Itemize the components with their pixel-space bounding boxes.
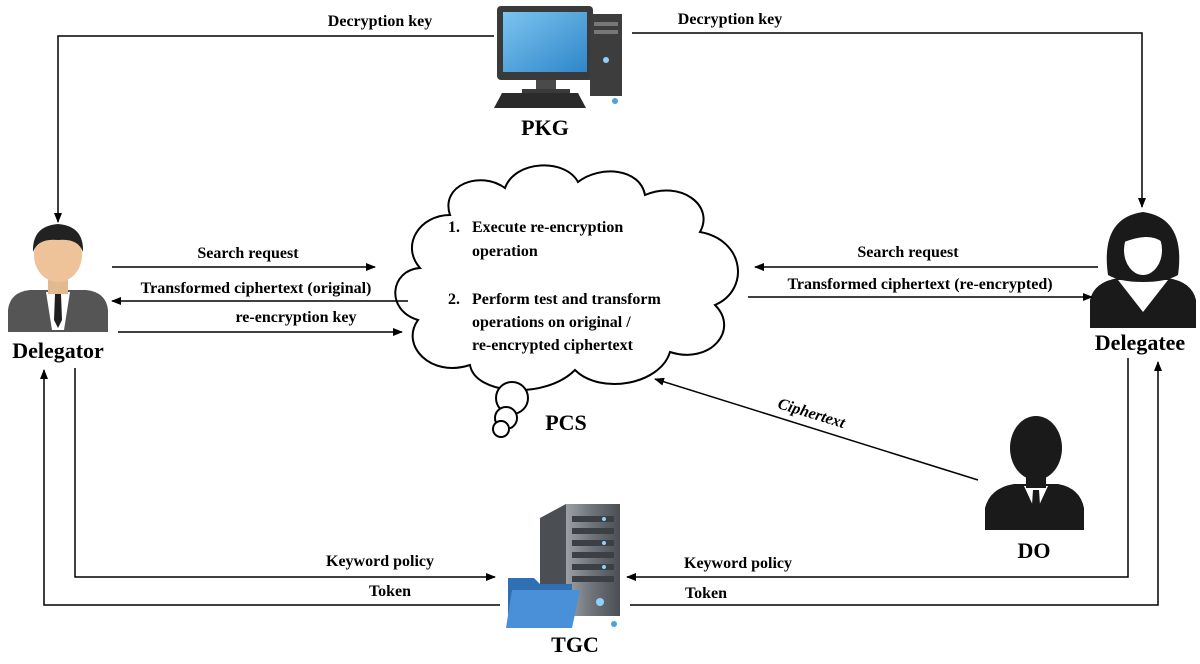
pkg-computer-icon bbox=[494, 6, 622, 108]
tgc-indicator-icon bbox=[611, 621, 617, 627]
delegatee-token-arrow bbox=[630, 361, 1162, 606]
pkg-delegatee-label: Decryption key bbox=[678, 11, 782, 28]
delegator-token-arrow bbox=[40, 369, 500, 606]
delegator-transformed-label: Transformed ciphertext (original) bbox=[141, 280, 372, 297]
pkg-label: PKG bbox=[521, 115, 569, 140]
delegator-token-label: Token bbox=[369, 583, 411, 600]
delegatee-token-label: Token bbox=[685, 585, 727, 602]
delegator-label: Delegator bbox=[12, 338, 104, 363]
delegatee-keyword-label: Keyword policy bbox=[684, 555, 792, 572]
pcs-item1-number: 1. bbox=[448, 219, 460, 236]
delegator-person-icon bbox=[8, 224, 108, 332]
delegator-rekey-label: re-encryption key bbox=[235, 309, 356, 326]
delegator-search-label: Search request bbox=[197, 245, 299, 262]
delegatee-label: Delegatee bbox=[1095, 330, 1186, 355]
delegator-keyword-label: Keyword policy bbox=[326, 553, 434, 570]
do-ciphertext-label: Ciphertext bbox=[776, 395, 848, 432]
pkg-delegator-arrow bbox=[54, 35, 494, 223]
delegatee-transformed-label: Transformed ciphertext (re-encrypted) bbox=[787, 276, 1052, 293]
pkg-delegatee-arrow bbox=[632, 32, 1146, 208]
pcs-cloud-icon bbox=[394, 164, 739, 438]
delegatee-keyword-arrow bbox=[626, 358, 1129, 581]
pcs-label: PCS bbox=[545, 410, 587, 435]
tgc-label: TGC bbox=[551, 632, 599, 657]
delegatee-person-icon bbox=[1090, 212, 1196, 328]
do-ciphertext-arrow bbox=[654, 377, 979, 481]
delegator-keyword-arrow bbox=[74, 368, 496, 581]
pcs-item2-line1: Perform test and transform bbox=[472, 291, 662, 308]
pcs-item2-line3: re-encrypted ciphertext bbox=[472, 337, 634, 354]
tgc-folder-icon bbox=[506, 578, 580, 628]
do-label: DO bbox=[1018, 538, 1051, 563]
pcs-item1-line1: Execute re-encryption bbox=[472, 219, 623, 236]
delegatee-search-label: Search request bbox=[857, 244, 959, 261]
pkg-delegator-label: Decryption key bbox=[328, 13, 432, 30]
pcs-item2-number: 2. bbox=[448, 291, 460, 308]
do-person-icon bbox=[985, 416, 1084, 530]
pcs-item2-line2: operations on original / bbox=[472, 314, 631, 331]
pcs-item1-line2: operation bbox=[472, 243, 538, 260]
